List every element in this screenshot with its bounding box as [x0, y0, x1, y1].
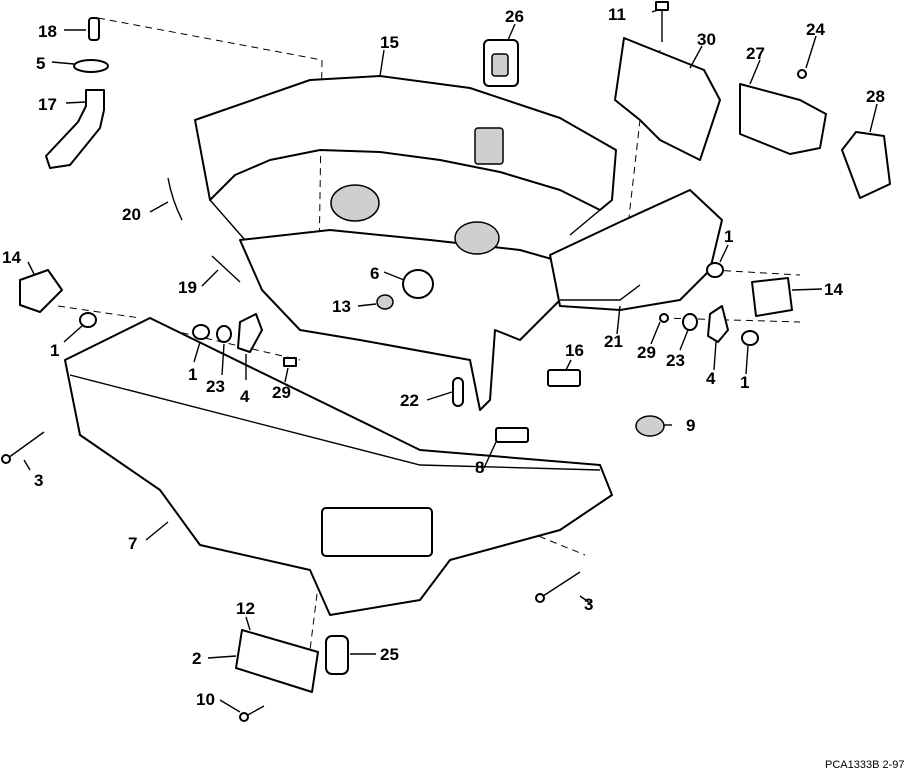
part-10-screw — [239, 705, 265, 722]
leader-lines — [23, 9, 878, 713]
part-20-wire — [167, 177, 183, 221]
part-4-bracket-left — [237, 313, 263, 353]
callout-23-right: 23 — [666, 351, 685, 370]
part-14-latch-left — [19, 269, 63, 313]
part-19-wire — [211, 255, 241, 283]
callout-3-left: 3 — [34, 471, 43, 490]
part-21-harness — [560, 284, 641, 301]
part-1-grommet-d — [741, 330, 759, 346]
callout-10: 10 — [196, 690, 215, 709]
part-13-disc — [376, 294, 394, 310]
callout-11: 11 — [608, 5, 626, 24]
part-28-clip — [841, 131, 891, 199]
callout-1-d: 1 — [724, 227, 733, 246]
callout-25: 25 — [380, 645, 399, 664]
part-23-washer-right — [682, 313, 698, 331]
part-3-bolt-right — [535, 571, 581, 603]
part-29-screw-right — [659, 313, 669, 323]
callout-13: 13 — [332, 297, 351, 316]
callout-1-a: 1 — [50, 341, 59, 360]
callout-4-left: 4 — [240, 387, 250, 406]
part-25-hinge — [325, 635, 349, 675]
part-8-pad — [495, 427, 529, 443]
callout-5: 5 — [36, 54, 45, 73]
part-23-washer-left — [216, 325, 232, 343]
part-29-screw-left — [283, 357, 297, 367]
part-16-block — [547, 369, 581, 387]
callout-28: 28 — [866, 87, 885, 106]
callout-2: 2 — [192, 649, 201, 668]
part-30-bracket — [614, 37, 721, 161]
callout-29-left: 29 — [272, 383, 291, 402]
callout-29-right: 29 — [637, 343, 656, 362]
callout-30: 30 — [697, 30, 716, 49]
callout-21: 21 — [604, 332, 623, 351]
callout-27: 27 — [746, 44, 765, 63]
callout-6: 6 — [370, 264, 379, 283]
part-1-grommet-b — [192, 324, 210, 340]
part-1-grommet-a — [79, 312, 97, 328]
part-14-latch-right — [751, 277, 793, 317]
part-22-link — [452, 377, 464, 407]
part-27-duct — [739, 83, 827, 155]
callout-labels: 18 5 17 15 26 11 30 27 24 28 20 19 14 6 … — [2, 5, 885, 709]
callout-23-left: 23 — [206, 377, 225, 396]
callout-3-right: 3 — [584, 595, 593, 614]
callout-1-c: 1 — [740, 373, 749, 392]
part-24-screw — [797, 69, 807, 79]
part-15-upper-cover — [194, 75, 723, 411]
callout-1-b: 1 — [188, 365, 197, 384]
callout-16: 16 — [565, 341, 584, 360]
callout-20: 20 — [122, 205, 141, 224]
part-3-bolt-left — [1, 431, 45, 464]
part-7-lower-cover — [64, 317, 613, 616]
callout-14-right: 14 — [824, 280, 843, 299]
part-12-plate — [235, 629, 319, 693]
callout-26: 26 — [505, 7, 524, 26]
part-5-clamp — [73, 59, 109, 73]
callout-7: 7 — [128, 534, 137, 553]
callout-14-left: 14 — [2, 248, 21, 267]
callout-17: 17 — [38, 95, 57, 114]
callout-22: 22 — [400, 391, 419, 410]
part-26-seal — [483, 39, 519, 87]
callout-8: 8 — [475, 458, 484, 477]
callout-9: 9 — [686, 416, 695, 435]
callout-24: 24 — [806, 20, 825, 39]
part-18-stud — [88, 17, 100, 41]
part-1-grommet-c — [706, 262, 724, 278]
callout-4-right: 4 — [706, 369, 716, 388]
callout-15: 15 — [380, 33, 399, 52]
figure-code: PCA1333B 2-97 — [825, 759, 905, 770]
part-11-bolt — [655, 1, 669, 42]
part-17-hose — [45, 89, 105, 169]
part-9-grommet — [635, 415, 665, 437]
part-6-plug — [402, 269, 434, 299]
part-4-bracket-right — [707, 305, 729, 343]
callout-19: 19 — [178, 278, 197, 297]
callout-12: 12 — [236, 599, 255, 618]
callout-18: 18 — [38, 22, 57, 41]
